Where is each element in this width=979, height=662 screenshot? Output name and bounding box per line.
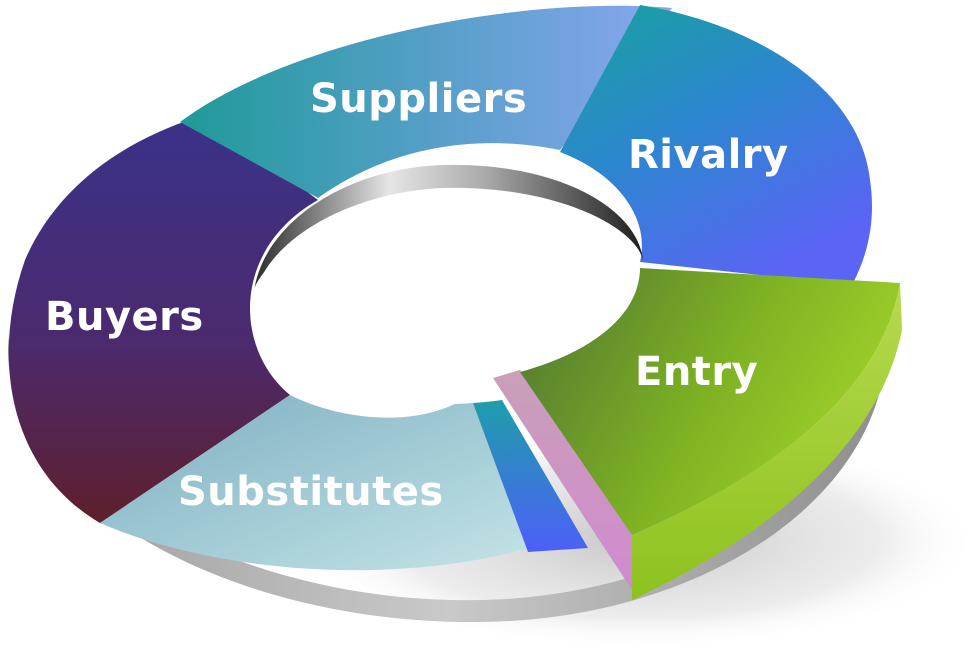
- label-rivalry: Rivalry: [628, 132, 789, 178]
- ring-hole: [250, 212, 642, 404]
- ring-inner-wall: [253, 164, 643, 305]
- label-entry: Entry: [635, 349, 758, 395]
- label-suppliers: Suppliers: [310, 76, 527, 122]
- segment-rivalry: [560, 5, 872, 285]
- label-substitutes: Substitutes: [178, 469, 444, 515]
- segment-blue-wedge: [470, 388, 588, 552]
- segment-entry-side-pink: [493, 370, 632, 590]
- segment-entry-side: [632, 283, 902, 600]
- segment-entry: [520, 268, 900, 535]
- segment-suppliers: [180, 5, 672, 199]
- label-buyers: Buyers: [45, 294, 204, 340]
- ring-segments: [8, 5, 872, 571]
- segment-substitutes: [100, 395, 528, 571]
- segment-buyers: [8, 115, 319, 523]
